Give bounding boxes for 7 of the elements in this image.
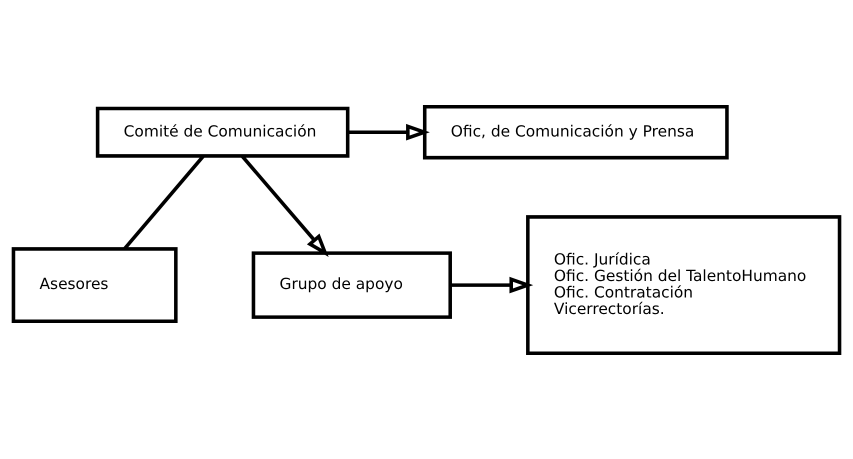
arrow bbox=[450, 276, 534, 293]
node-box: Grupo de apoyo bbox=[252, 250, 452, 318]
arrow bbox=[348, 123, 430, 140]
node-box: Asesores bbox=[12, 246, 178, 323]
node-box: Ofic. Jurídica Ofic. Gestión del TalentoHumano Ofic. Contratación Vicerrectorías. bbox=[526, 214, 842, 355]
node-box: Comité de Comunicación bbox=[96, 106, 350, 158]
node-box: Ofic, de Comunicación y Prensa bbox=[422, 104, 729, 159]
